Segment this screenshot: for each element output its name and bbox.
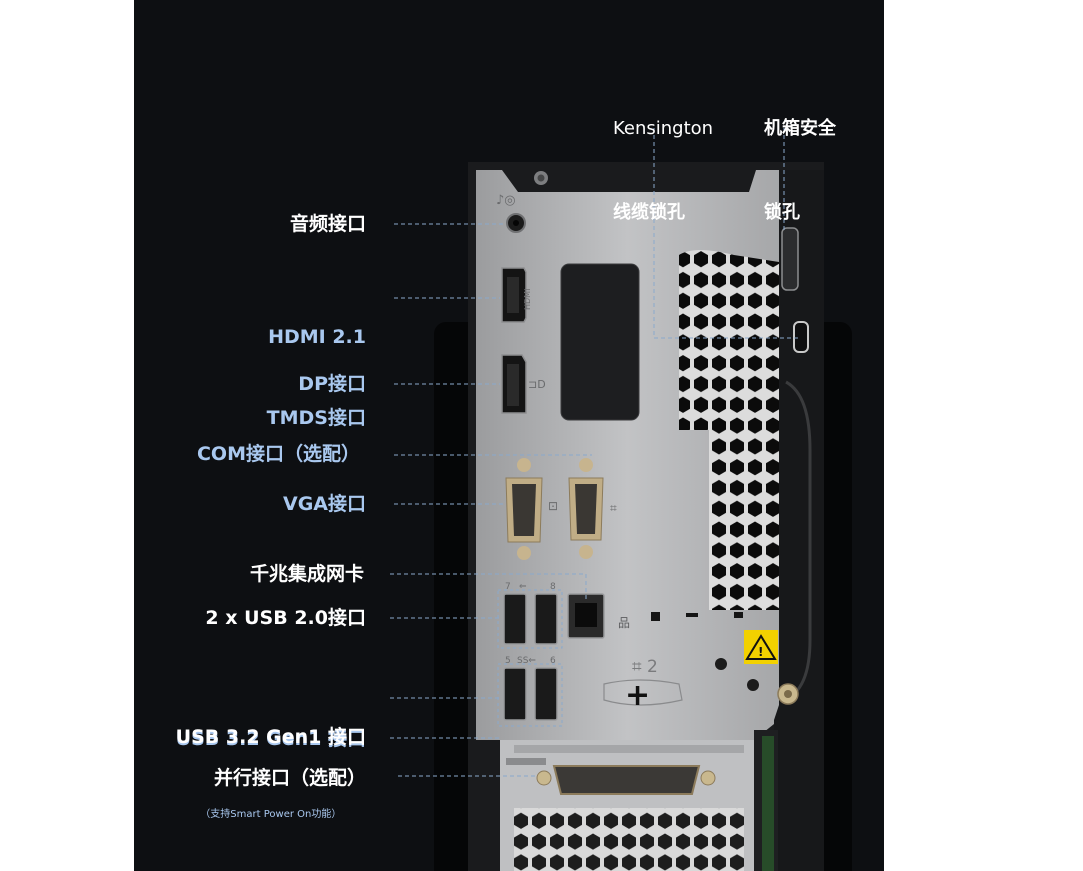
- usb-icon: ⇐: [519, 582, 527, 592]
- usb2-highlight: [497, 589, 563, 649]
- lan-label: 千兆集成网卡: [249, 563, 364, 585]
- pc-rear-panel-illustration: ♪◎ HDMI ⊐D ⊡ ⌗ 7 ⇐ 8 品 5 SS⇐ 6 ⌗ 2 +: [390, 128, 852, 871]
- svg-text:+: +: [625, 678, 650, 713]
- svg-text:⊡: ⊡: [548, 499, 558, 513]
- parallel-label: 并行接口（选配）: [213, 767, 366, 789]
- usb2-port-8: [534, 593, 558, 645]
- kensington-leader: [653, 128, 798, 339]
- kensington-label: Kensington 线缆锁孔: [613, 118, 714, 223]
- svg-text:!: !: [758, 645, 763, 659]
- dp-icon: ⊐D: [528, 378, 546, 391]
- vga-port: [505, 458, 543, 560]
- hdmi-label: HDMI 2.1 TMDS接口: [266, 326, 366, 429]
- hdmi-logo: HDMI: [523, 289, 532, 310]
- usb32-spo-label: USB 3.2 Gen1 接口 （支持Smart Power On功能）: [175, 728, 366, 820]
- com-port: [568, 458, 604, 559]
- dp-label: DP接口: [298, 373, 366, 395]
- usb32-port-6: [534, 667, 558, 721]
- com-label: COM接口（选配）: [196, 443, 360, 465]
- warning-triangle-icon: [745, 634, 777, 660]
- usb32-spo-note: （支持Smart Power On功能）: [200, 809, 342, 820]
- ss-usb-icon: SS⇐: [517, 656, 536, 666]
- svg-text:⌗: ⌗: [610, 501, 617, 515]
- audio-icon: ♪◎: [496, 193, 516, 208]
- usb32-highlight: [497, 663, 563, 727]
- audio-label: 音频接口: [289, 213, 366, 235]
- usb32-port-5: [503, 667, 527, 721]
- svg-text:5: 5: [505, 656, 511, 666]
- usb32-label: USB 3.2 Gen1 接口: [175, 726, 366, 748]
- network-icon: 品: [618, 616, 630, 630]
- cover-block: [560, 263, 640, 421]
- leader-lines: [390, 223, 592, 777]
- chassis-lock-label: 机箱安全 锁孔: [764, 118, 836, 223]
- svg-text:8: 8: [550, 582, 556, 592]
- product-photo-panel: ♪◎ HDMI ⊐D ⊡ ⌗ 7 ⇐ 8 品 5 SS⇐ 6 ⌗ 2 +: [134, 0, 884, 871]
- kensington-slot: [793, 321, 809, 353]
- parallel-port: [536, 765, 716, 795]
- usb2-label: 2 x USB 2.0接口: [205, 607, 366, 629]
- usb2-port-7: [503, 593, 527, 645]
- svg-text:6: 6: [550, 656, 556, 666]
- chassis-lock-slot: [781, 227, 799, 291]
- fan-mark: ⌗ 2: [632, 657, 658, 677]
- vga-label: VGA接口: [282, 493, 366, 515]
- svg-text:7: 7: [505, 582, 511, 592]
- hex-vent: [679, 250, 779, 610]
